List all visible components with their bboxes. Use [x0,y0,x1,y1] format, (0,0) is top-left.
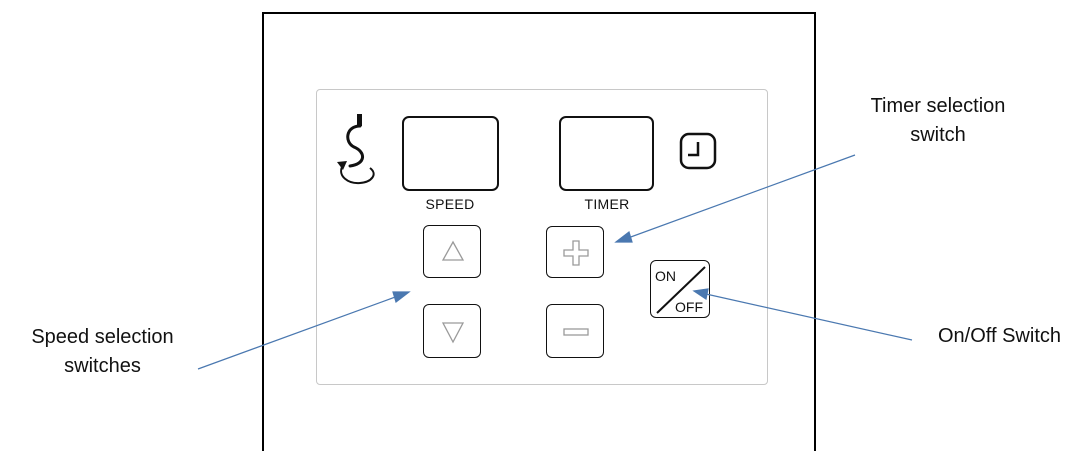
off-label: OFF [675,299,703,315]
onoff-arrowhead [692,288,709,300]
speed-callout-arrow [197,295,399,370]
on-off-button[interactable]: ON OFF [650,260,710,318]
rotation-speed-icon [337,114,375,185]
on-off-slash: ON OFF [655,266,706,315]
speed-callout-line1: Speed selection [31,326,174,348]
triangle-down-icon [441,322,465,344]
speed-down-button[interactable] [423,304,481,358]
timer-plus-button[interactable] [546,226,604,278]
timer-label: TIMER [584,196,630,212]
minus-icon [563,328,589,336]
speed-label: SPEED [425,196,475,212]
speed-arrowhead [392,291,411,304]
speed-display [402,116,499,191]
timer-callout-line2: switch [910,124,966,146]
timer-minus-button[interactable] [546,304,604,358]
speed-callout: Speed selection switches [0,323,205,381]
speed-up-button[interactable] [423,225,481,278]
device-frame [262,12,816,451]
timer-arrowhead [614,230,633,243]
plus-icon [563,240,589,266]
onoff-callout-arrow [705,293,913,341]
triangle-up-icon [441,240,465,261]
timer-callout: Timer selection switch [838,92,1038,150]
control-panel [316,89,768,385]
onoff-callout: On/Off Switch [937,325,1061,347]
timer-display [559,116,654,191]
clock-icon [679,132,717,170]
speed-callout-line2: switches [64,355,141,377]
timer-callout-arrow [627,154,856,239]
timer-callout-line1: Timer selection [870,95,1006,117]
on-label: ON [655,268,676,284]
